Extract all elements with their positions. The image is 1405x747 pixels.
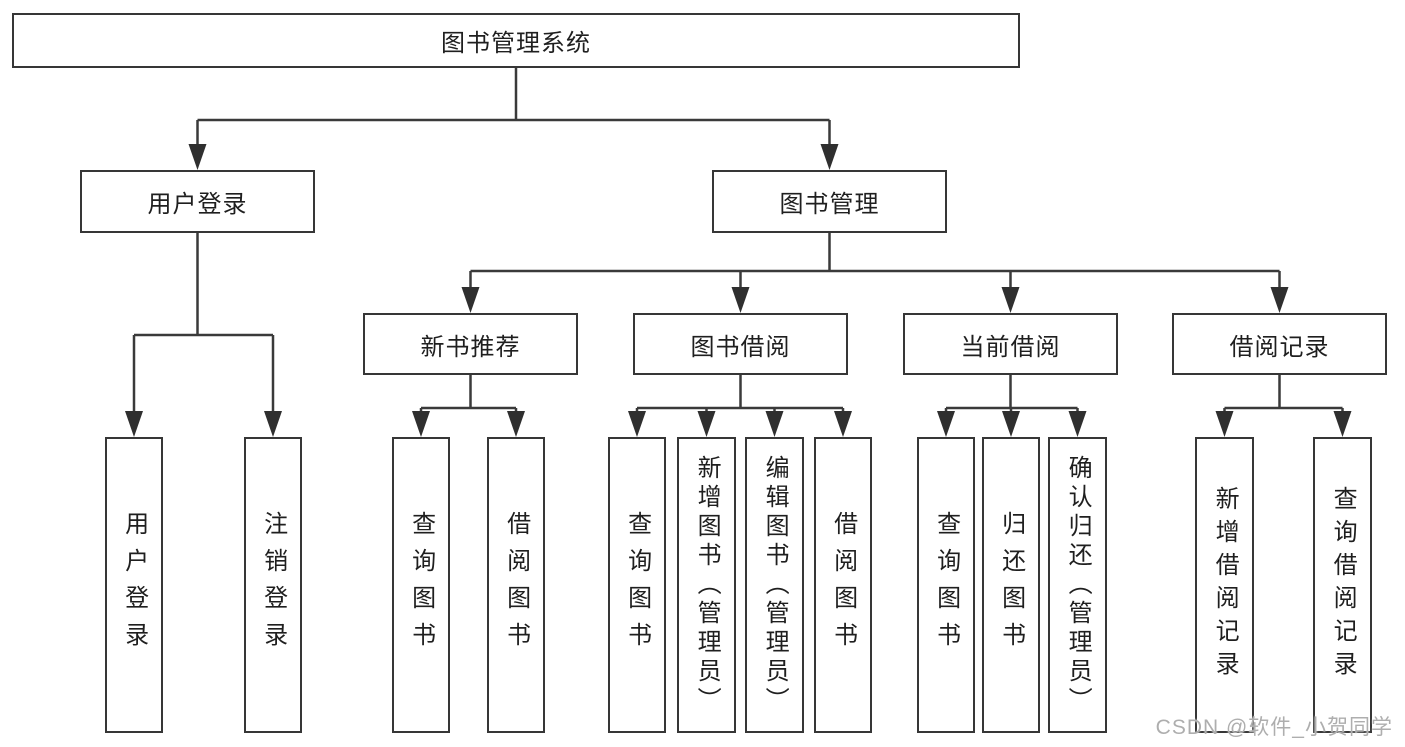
- node-cb-query-book: 查询图书: [917, 437, 975, 733]
- node-cb-query-book-label: 查询图书: [932, 511, 960, 659]
- node-user-login: 用户登录: [80, 170, 315, 233]
- node-bb-query-book: 查询图书: [608, 437, 666, 733]
- node-borrow-records: 借阅记录: [1172, 313, 1387, 375]
- node-leaf-logout-label: 注销登录: [259, 511, 287, 659]
- node-nbr-query-book-label: 查询图书: [407, 511, 435, 659]
- node-root: 图书管理系统: [12, 13, 1020, 68]
- node-bb-edit-book-admin-label: 编辑图书（管理员）: [761, 454, 789, 716]
- node-cb-confirm-return-admin-label: 确认归还（管理员）: [1064, 454, 1092, 716]
- node-cb-confirm-return-admin: 确认归还（管理员）: [1048, 437, 1107, 733]
- node-current-borrow: 当前借阅: [903, 313, 1118, 375]
- node-root-label: 图书管理系统: [441, 30, 591, 57]
- node-nbr-borrow-book: 借阅图书: [487, 437, 545, 733]
- node-book-management-label: 图书管理: [779, 191, 880, 218]
- node-bb-query-book-label: 查询图书: [623, 511, 651, 659]
- node-leaf-user-login: 用户登录: [105, 437, 163, 733]
- node-bb-borrow-book-label: 借阅图书: [829, 511, 857, 659]
- connector-lines: [132, 68, 1344, 413]
- node-br-query-record: 查询借阅记录: [1313, 437, 1372, 733]
- node-br-add-record-label: 新增借阅记录: [1211, 486, 1239, 684]
- node-new-book-recommend: 新书推荐: [363, 313, 578, 375]
- node-bb-borrow-book: 借阅图书: [814, 437, 872, 733]
- node-br-query-record-label: 查询借阅记录: [1329, 486, 1357, 684]
- node-cb-return-book-label: 归还图书: [997, 511, 1025, 659]
- node-user-login-label: 用户登录: [147, 191, 248, 218]
- csdn-watermark: CSDN @软件_小贺同学: [1155, 716, 1393, 739]
- node-new-book-recommend-label: 新书推荐: [420, 333, 521, 361]
- connector-arrowheads: [125, 144, 1352, 437]
- node-bb-edit-book-admin: 编辑图书（管理员）: [745, 437, 804, 733]
- node-br-add-record: 新增借阅记录: [1195, 437, 1254, 733]
- node-leaf-logout: 注销登录: [244, 437, 302, 733]
- node-nbr-borrow-book-label: 借阅图书: [502, 511, 530, 659]
- node-leaf-user-login-label: 用户登录: [120, 511, 148, 659]
- node-book-borrow-label: 图书借阅: [690, 333, 791, 361]
- node-cb-return-book: 归还图书: [982, 437, 1040, 733]
- node-current-borrow-label: 当前借阅: [960, 333, 1061, 361]
- node-borrow-records-label: 借阅记录: [1229, 333, 1330, 361]
- node-book-management: 图书管理: [712, 170, 947, 233]
- node-book-borrow: 图书借阅: [633, 313, 848, 375]
- node-nbr-query-book: 查询图书: [392, 437, 450, 733]
- node-bb-add-book-admin: 新增图书（管理员）: [677, 437, 736, 733]
- node-bb-add-book-admin-label: 新增图书（管理员）: [693, 454, 721, 716]
